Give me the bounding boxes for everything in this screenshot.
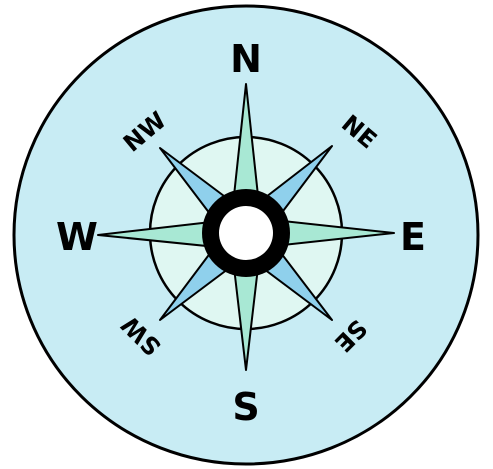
hub-center	[219, 206, 273, 260]
label-west: W	[56, 215, 98, 259]
label-north: N	[230, 37, 262, 81]
label-east: E	[400, 215, 426, 259]
label-south: S	[232, 385, 259, 429]
